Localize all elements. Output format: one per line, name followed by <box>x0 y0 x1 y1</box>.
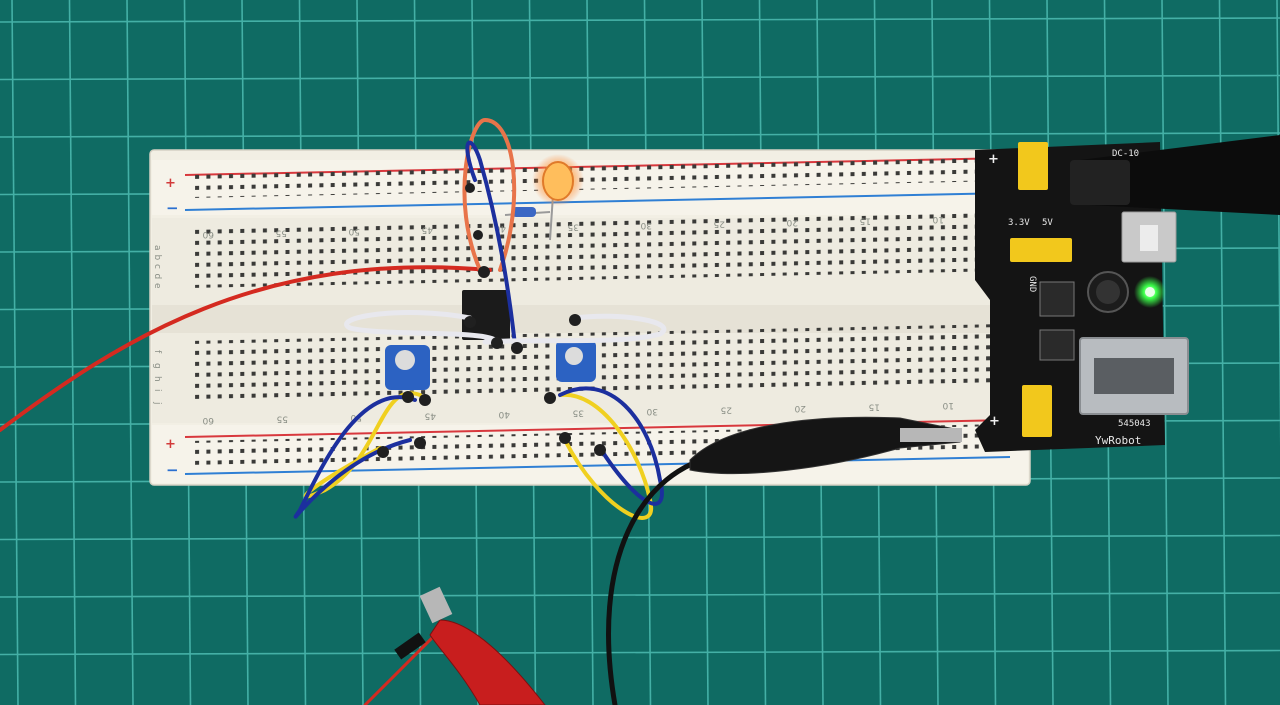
module-brand: YwRobot <box>1095 434 1141 447</box>
mat-grid-line <box>11 0 19 705</box>
mat-grid-line <box>0 17 1280 23</box>
column-number: 10 <box>942 400 954 410</box>
top-voltage-jumper[interactable] <box>1018 142 1048 190</box>
row-letter: g <box>152 363 162 369</box>
bottom-voltage-jumper[interactable] <box>1022 385 1052 437</box>
bottom-minus-sign: − <box>166 461 179 479</box>
column-number: 25 <box>721 405 732 415</box>
row-letter: j <box>152 401 162 405</box>
column-number: 15 <box>860 216 871 226</box>
module-plus-top: + <box>988 152 999 167</box>
column-number: 30 <box>640 220 652 230</box>
column-number: 15 <box>869 402 880 412</box>
wire-blue-left <box>293 395 417 519</box>
column-number: 35 <box>573 408 584 418</box>
wire-red <box>0 265 492 432</box>
ic-chip <box>462 290 510 340</box>
wire-blue-upper <box>465 140 517 347</box>
row-letter: f <box>152 350 162 354</box>
column-number: 50 <box>348 226 360 236</box>
bottom-plus-sign: + <box>165 437 176 452</box>
dc-barrel-jack <box>1070 160 1130 205</box>
mat-grid-line <box>0 132 1280 138</box>
potentiometer-right[interactable] <box>556 340 596 382</box>
row-letter: e <box>152 283 162 289</box>
potentiometer-left[interactable] <box>385 345 430 390</box>
mat-grid-line <box>0 74 1280 81</box>
column-number: 30 <box>646 406 658 416</box>
dc-connector-label: DC-10 <box>1112 149 1139 159</box>
power-supply-module: DC-10 3.3V 5V GND + + 545043 YwRobot <box>975 135 1280 452</box>
top-minus-sign: − <box>166 199 179 217</box>
column-number: 55 <box>277 414 288 424</box>
mat-grid-line <box>126 0 134 705</box>
column-number: 45 <box>425 411 436 421</box>
mat-grid-line <box>0 592 1280 598</box>
top-plus-sign: + <box>165 176 176 191</box>
bottom-rail-blue-line <box>184 456 1011 475</box>
wire-blue-right <box>558 386 664 506</box>
mat-grid-line <box>0 649 1280 656</box>
select-voltage-jumper[interactable] <box>1010 238 1072 262</box>
module-plus-bottom: + <box>989 414 1000 429</box>
column-number: 60 <box>202 415 214 425</box>
mat-grid-line <box>0 534 1280 541</box>
column-number: 60 <box>202 229 214 239</box>
module-part-code: 545043 <box>1118 419 1151 429</box>
wire-yellow-left <box>303 391 422 499</box>
wire-orange <box>462 117 517 272</box>
column-number: 20 <box>786 217 798 227</box>
column-number: 10 <box>932 214 944 224</box>
wire-white-right <box>482 313 667 345</box>
led <box>532 154 584 241</box>
row-letter: i <box>152 389 162 392</box>
black-alligator-clip[interactable] <box>689 416 962 475</box>
voltage-regulator-2 <box>1039 329 1075 361</box>
label-3v3: 3.3V <box>1008 218 1030 228</box>
column-number: 20 <box>794 403 806 413</box>
column-number: 35 <box>568 222 579 232</box>
column-number: 40 <box>498 409 510 419</box>
column-number: 55 <box>276 228 287 238</box>
voltage-regulator-1 <box>1039 281 1075 317</box>
red-alligator-clip[interactable] <box>394 586 546 705</box>
row-letter: b <box>152 255 162 261</box>
column-number: 40 <box>494 223 506 233</box>
label-5v: 5V <box>1042 218 1053 228</box>
power-indicator-led <box>1145 287 1155 297</box>
column-numbers-top: 60 55 50 45 40 35 30 25 20 15 10 <box>202 214 944 239</box>
row-letters-bottom: f g h i j <box>152 350 162 405</box>
mat-grid-line <box>68 0 77 705</box>
wire-white-left <box>344 310 498 343</box>
led-body <box>542 161 574 201</box>
row-letter: c <box>152 264 162 269</box>
row-letter: h <box>152 376 162 382</box>
mat-grid-line <box>1276 0 1280 447</box>
mat-grid-line <box>1218 0 1227 705</box>
column-number: 45 <box>422 225 433 235</box>
label-gnd: GND <box>1027 276 1037 292</box>
column-number: 25 <box>714 219 725 229</box>
top-rail-blue-line <box>184 192 1011 211</box>
row-letter: a <box>152 245 162 251</box>
row-letter: d <box>152 274 162 280</box>
